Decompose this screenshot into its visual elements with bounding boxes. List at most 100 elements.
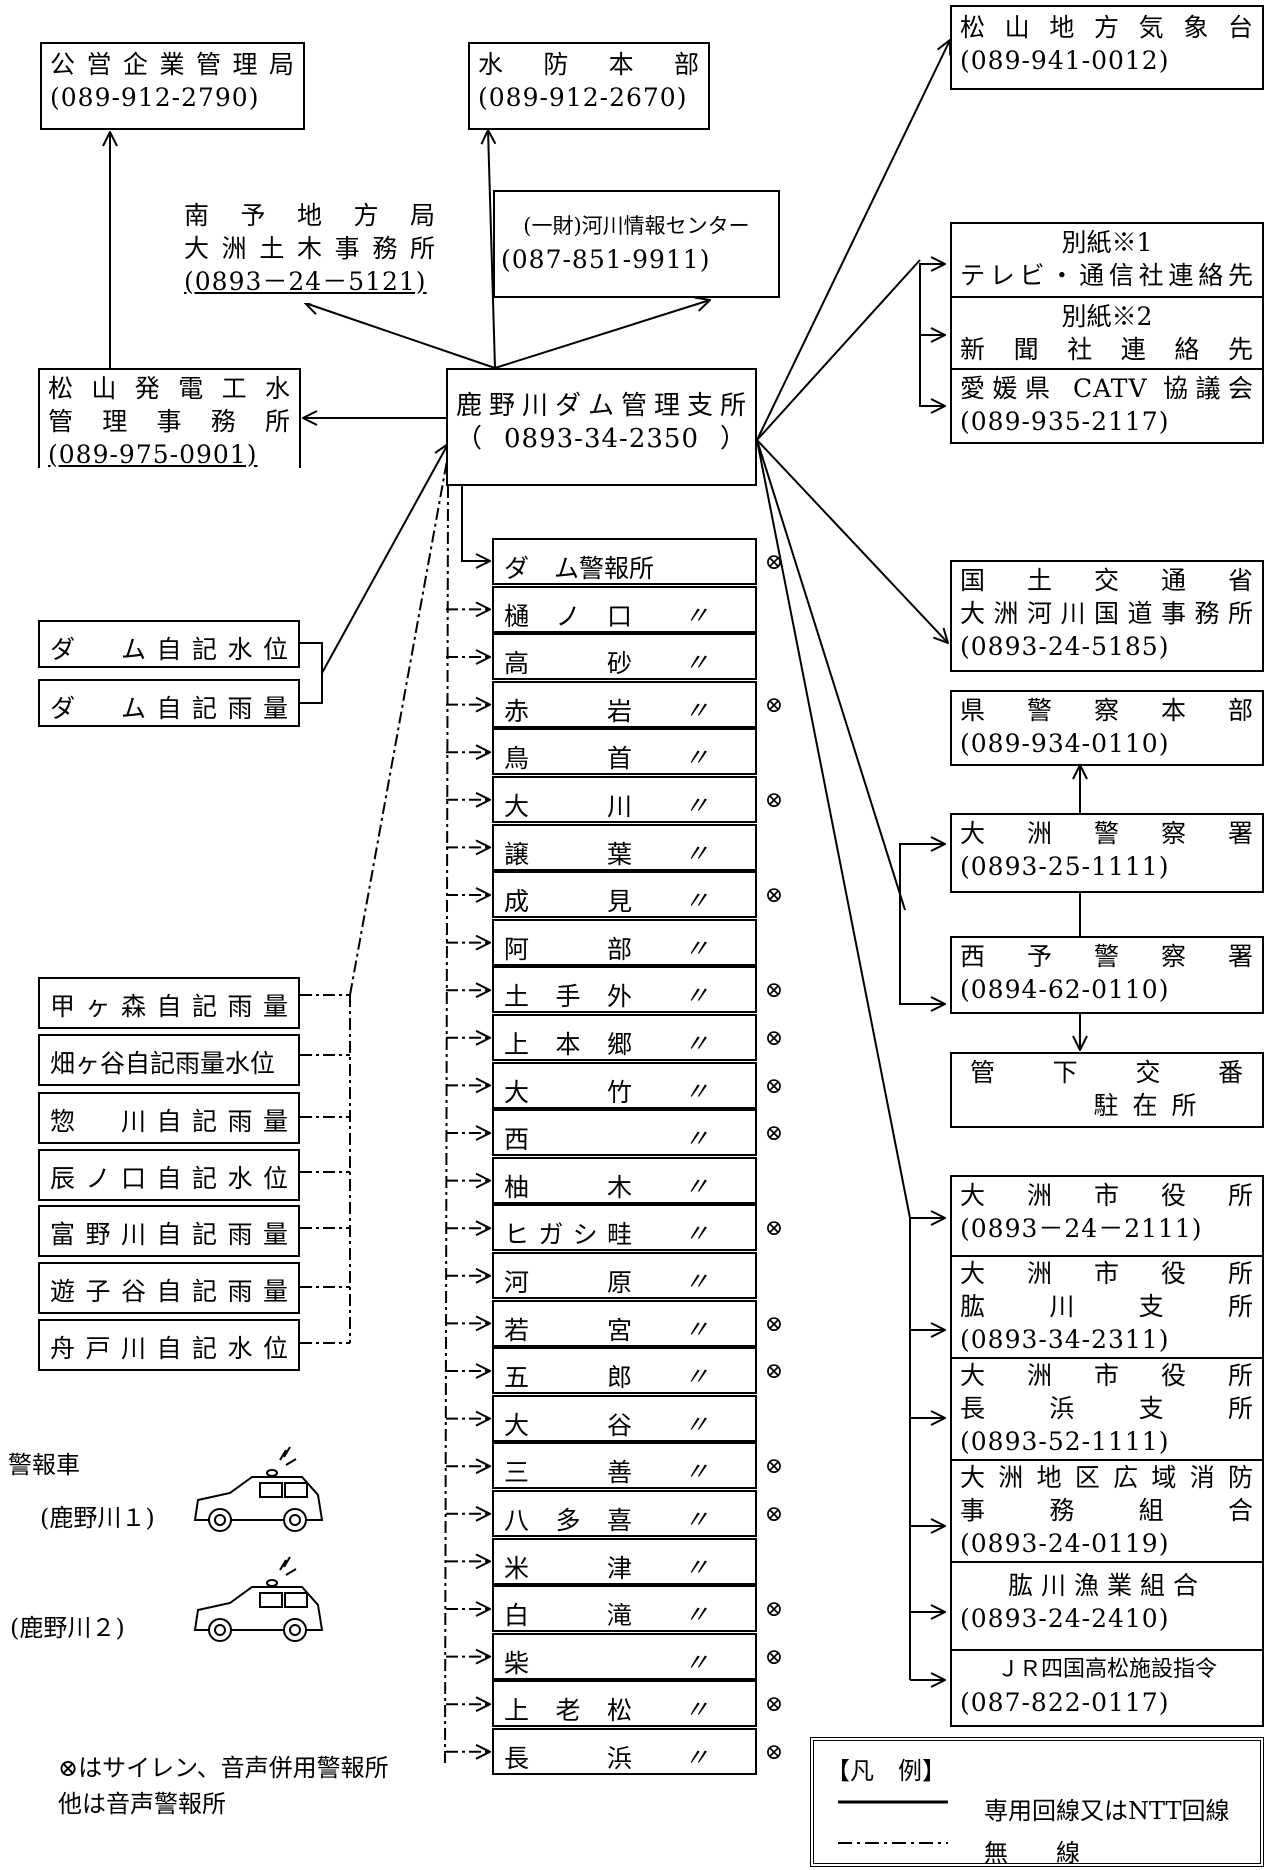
warning-station: 大川〃 <box>492 776 757 823</box>
fishery-name: 肱川漁業組合 <box>960 1569 1254 1602</box>
left-station: 甲ヶ森自記雨量 <box>38 977 300 1029</box>
nagahama-branch-name: 大洲市役所 <box>960 1359 1254 1392</box>
center-box: 鹿野川ダム管理支所 （0893-34-2350） <box>446 368 757 486</box>
ditto-mark: 〃 <box>684 1643 709 1679</box>
jr-name: ＪＲ四国高松施設指令 <box>960 1653 1254 1686</box>
warning-station: 五郎〃 <box>492 1347 757 1394</box>
warning-station: 八多喜〃 <box>492 1490 757 1537</box>
ditto-mark: 〃 <box>684 976 709 1012</box>
suibo-name: 水 防 本 部 <box>478 48 700 81</box>
vehicle-title: 警報車 <box>8 1445 80 1480</box>
warning-station: 高砂〃 <box>492 633 757 680</box>
center-name: 鹿野川ダム管理支所 <box>456 390 747 423</box>
warning-station: 土手外〃 <box>492 966 757 1013</box>
warning-station-name: 樋ノ口 <box>504 597 632 633</box>
dam-recorder-level: ダ ム自記水位 <box>38 620 300 668</box>
siren-icon: ⊗ <box>761 1312 787 1338</box>
seiyo-police-box: 西予警察署 (0894-62-0110) <box>950 936 1264 1014</box>
ditto-mark: 〃 <box>684 1072 709 1108</box>
fishery-phone: (0893-24-2410) <box>960 1602 1254 1635</box>
line-to-kishodai <box>757 40 950 440</box>
warning-station-name: 高砂 <box>504 644 632 680</box>
vehicle-car1-label: (鹿野川１) <box>40 1498 155 1533</box>
siren-icon: ⊗ <box>761 883 787 909</box>
nanyo-office: 大洲土木事務所 <box>184 232 436 265</box>
ozu-police-name: 大洲警察署 <box>960 817 1254 850</box>
fire-dept-box: 大洲地区広域消防 事務組合 (0893-24-0119) <box>950 1459 1264 1563</box>
warning-station-name: 西 <box>504 1120 632 1156</box>
legend: 【凡 例】 専用回線又はNTT回線 無 線 <box>810 1737 1264 1867</box>
warning-station-name: 阿部 <box>504 930 632 966</box>
radio-left-diag <box>350 444 450 995</box>
ditto-mark: 〃 <box>684 1024 709 1060</box>
legend-dashdot-label: 無 線 <box>984 1833 1080 1868</box>
police-hq-box: 県警察本部 (089-934-0110) <box>950 690 1264 766</box>
warning-station-name: 八多喜 <box>504 1501 632 1537</box>
siren-icon: ⊗ <box>761 978 787 1004</box>
left-station: 舟戸川自記水位 <box>38 1319 300 1371</box>
ozu-police-phone: (0893-25-1111) <box>960 850 1254 883</box>
warning-station-name: 柴 <box>504 1644 632 1680</box>
siren-icon: ⊗ <box>761 1740 787 1766</box>
warning-station-name: 柚木 <box>504 1168 632 1204</box>
warning-station-name: 上老松 <box>504 1691 632 1727</box>
kokudo-phone: (0893-24-5185) <box>960 630 1254 663</box>
left-station: 富野川自記雨量 <box>38 1205 300 1257</box>
hatsuden-box: 松山発電工水 管理事務所 (089-975-0901) <box>38 368 301 468</box>
warning-station-name: 大川 <box>504 787 632 823</box>
warning-station: 若宮 〃 <box>492 1300 757 1347</box>
center-phone: （0893-34-2350） <box>456 423 747 456</box>
warning-station-name: 長浜 <box>504 1739 632 1775</box>
ditto-mark: 〃 <box>684 1310 709 1346</box>
warning-station: 長浜〃 <box>492 1728 757 1775</box>
left-station: 辰ノ口自記水位 <box>38 1149 300 1201</box>
siren-icon: ⊗ <box>761 1645 787 1671</box>
koban-label: 管下交番 <box>970 1056 1244 1089</box>
siren-icon: ⊗ <box>761 693 787 719</box>
suibo-box: 水 防 本 部 (089-912-2670) <box>468 42 710 130</box>
ditto-mark: 〃 <box>684 1262 709 1298</box>
ditto-mark: 〃 <box>684 881 709 917</box>
siren-icon: ⊗ <box>761 1597 787 1623</box>
ozu-police-box: 大洲警察署 (0893-25-1111) <box>950 813 1264 893</box>
jr-phone: (087-822-0117) <box>960 1686 1254 1719</box>
ditto-mark: 〃 <box>684 1452 709 1488</box>
jr-box: ＪＲ四国高松施設指令 (087-822-0117) <box>950 1649 1264 1727</box>
siren-icon: ⊗ <box>761 1502 787 1528</box>
koban-box: 管下交番 駐在所 <box>950 1052 1264 1128</box>
nanyo-phone: (0893－24－5121) <box>184 265 436 298</box>
media-tv-box: 別紙※1 テレビ・通信社連絡先 <box>950 222 1264 298</box>
warning-station-name: 白滝 <box>504 1596 632 1632</box>
warning-station: 大谷〃 <box>492 1395 757 1442</box>
warning-station-name: ダ ム警報所 <box>504 549 632 585</box>
warning-station-name: 米津 <box>504 1549 632 1585</box>
vehicle-car2-label: (鹿野川２) <box>10 1608 125 1643</box>
warning-station-name: 若宮 <box>504 1311 632 1347</box>
warning-station-name: ヒガシ畦 <box>504 1215 632 1251</box>
koei-phone: (089-912-2790) <box>50 81 295 114</box>
warning-station-name: 鳥首 <box>504 739 632 775</box>
warning-station: 白滝〃 <box>492 1585 757 1632</box>
warning-station: ヒガシ畦〃 <box>492 1204 757 1251</box>
line-to-nanyo <box>305 303 495 368</box>
ditto-mark: 〃 <box>684 1119 709 1155</box>
siren-icon: ⊗ <box>761 1359 787 1385</box>
kokudo-office: 大洲河川国道事務所 <box>960 597 1254 630</box>
kokudo-box: 国土交通省 大洲河川国道事務所 (0893-24-5185) <box>950 560 1264 672</box>
catv-name: 愛媛県 CATV 協議会 <box>960 372 1254 405</box>
left-station: 畑ヶ谷自記雨量水位 <box>38 1034 300 1086</box>
warning-station: 米津〃 <box>492 1538 757 1585</box>
warning-station: 三善 〃 <box>492 1442 757 1489</box>
line-to-dam-keiho <box>462 486 490 561</box>
chuzaisho-label: 駐在所 <box>970 1089 1244 1122</box>
car1-icon <box>195 1447 322 1531</box>
kasen-name: (一財)河川情報センター <box>501 210 772 243</box>
siren-icon: ⊗ <box>761 1454 787 1480</box>
dam-recorder-rain: ダ ム自記雨量 <box>38 679 300 727</box>
warning-station-name: 三善 <box>504 1453 632 1489</box>
fire-dept-name: 大洲地区広域消防 <box>960 1461 1254 1494</box>
warning-station: 上老松〃 <box>492 1680 757 1727</box>
media-news-ref: 別紙※2 <box>960 300 1254 333</box>
media-news-box: 別紙※2 新聞社連絡先 <box>950 296 1264 370</box>
note-siren: ⊗はサイレン、音声併用警報所 <box>58 1748 389 1783</box>
